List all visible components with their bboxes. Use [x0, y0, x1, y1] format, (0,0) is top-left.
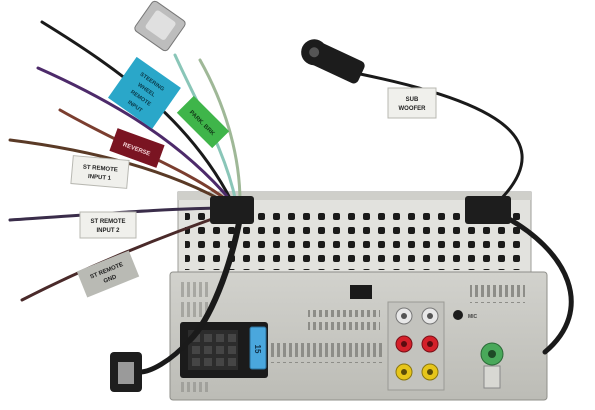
rca-jack-yellow-2 [421, 363, 439, 381]
steering-wheel-remote-input-tag: STEERING WHEEL REMOTE INPUT [107, 56, 181, 129]
rca-jack-yellow-1 [395, 363, 413, 381]
sub-woofer-line1: SUB [406, 97, 419, 103]
rca-jack-red-1 [395, 335, 413, 353]
rca-jack-white-1 [395, 307, 413, 325]
mic-label: MIC [468, 314, 478, 320]
sub-woofer-line2: WOOFER [399, 106, 427, 112]
fakra-connector [134, 0, 186, 52]
antenna-jack [480, 342, 504, 389]
st-remote-input1-tag: ST REMOTE INPUT 1 [70, 155, 130, 189]
fuse-rating-label: 15 [253, 345, 262, 354]
rca-jacks [387, 301, 445, 391]
right-grommet [465, 196, 511, 224]
rca-jack-red-2 [421, 335, 439, 353]
st-remote-input2-line2: INPUT 2 [96, 228, 120, 234]
rca-jack-white-2 [421, 307, 439, 325]
left-grommet [210, 196, 254, 224]
sub-woofer-tag: SUB WOOFER [387, 87, 437, 119]
sub-woofer-rca-plug [301, 39, 365, 84]
st-remote-input2-line1: ST REMOTE [90, 219, 125, 225]
st-remote-input2-tag: ST REMOTE INPUT 2 [79, 211, 137, 239]
fuse: 15 [249, 326, 267, 370]
park-brake-tag: PARK. BRK [176, 95, 230, 149]
reverse-tag: REVERSE [109, 128, 165, 168]
st-remote-gnd-tag: ST REMOTE GND [76, 250, 140, 298]
usb-plug [110, 352, 142, 392]
iso-connector [180, 322, 268, 378]
st-remote-input1-line2: INPUT 1 [88, 174, 112, 182]
st-remote-gnd-line2: GND [103, 274, 118, 285]
st-remote-input1-line1: ST REMOTE [83, 164, 118, 173]
